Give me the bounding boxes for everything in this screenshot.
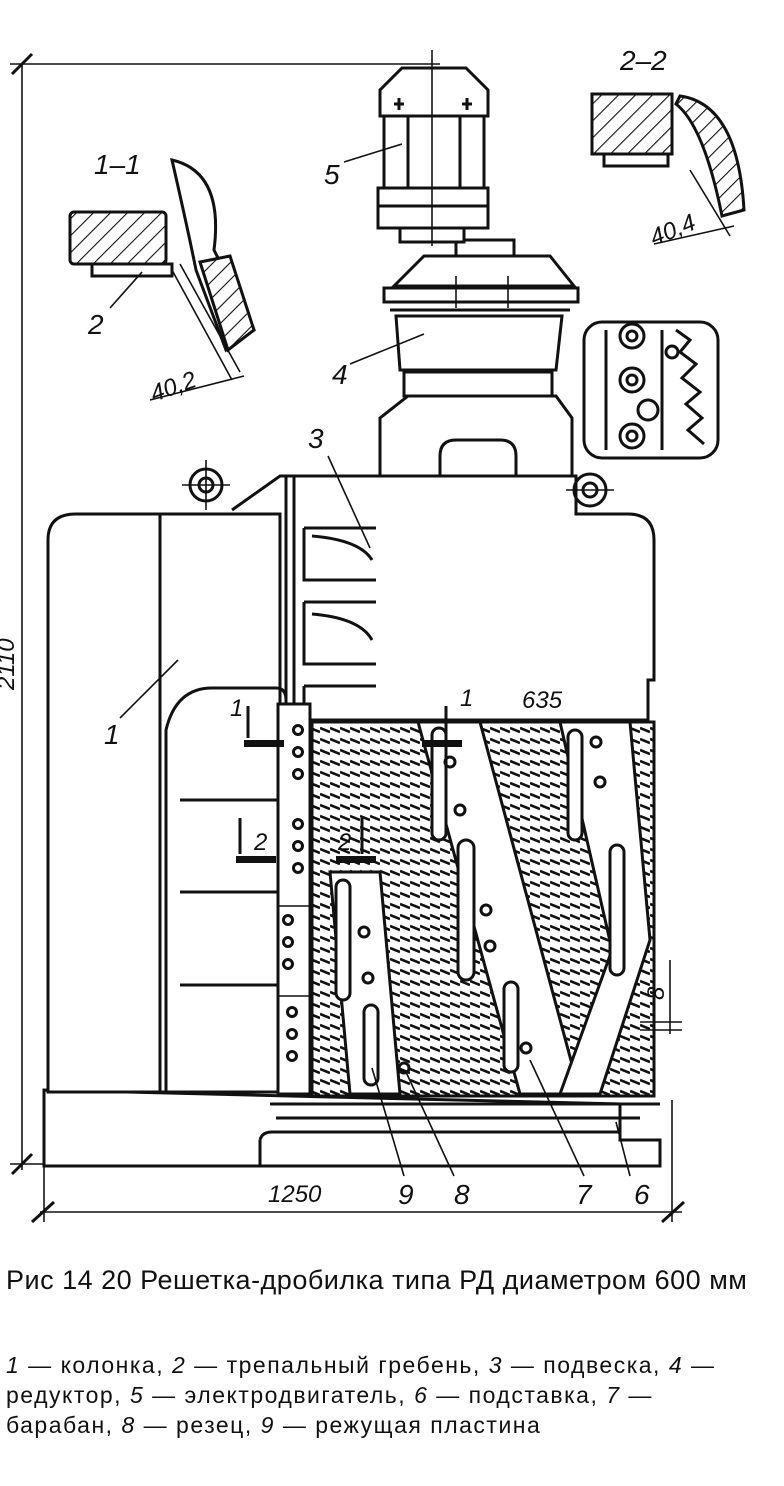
legend-item-text: — электродвигатель,	[144, 1382, 415, 1408]
stand	[42, 1088, 662, 1168]
figure-caption: Рис 14 20 Решетка-дробилка типа РД диаме…	[6, 1265, 748, 1295]
dim-width: 1250	[268, 1181, 322, 1208]
part-number-8: 8	[454, 1179, 470, 1210]
part-number-6: 6	[634, 1179, 650, 1210]
cut-mark-1-left: 1	[230, 695, 243, 722]
part-number-2: 2	[87, 309, 104, 340]
legend-item-text: — редуктор,	[6, 1352, 716, 1408]
legend-item-number: 1	[6, 1352, 21, 1378]
legend-item-4: 4 — редуктор,	[6, 1352, 716, 1408]
dim-gap-left: 40,2	[147, 366, 200, 407]
section-1-1-title: 1–1	[94, 149, 141, 180]
legend-item-7: 7 — барабан,	[6, 1382, 653, 1438]
drum	[310, 720, 656, 1098]
section-marks: 1 1 2 2	[230, 685, 473, 863]
legend-item-text: — режущая пластина	[274, 1412, 542, 1438]
part-number-4: 4	[332, 359, 348, 390]
legend-item-number: 3	[488, 1352, 503, 1378]
figure-legend: 1 — колонка, 2 — трепальный гребень, 3 —…	[6, 1350, 762, 1440]
legend-item-text: — колонка,	[20, 1352, 172, 1378]
legend-item-6: 6 — подставка,	[414, 1382, 606, 1408]
legend-item-1: 1 — колонка,	[6, 1352, 172, 1378]
legend-item-text: — подставка,	[428, 1382, 607, 1408]
legend-item-number: 9	[260, 1412, 275, 1438]
legend-item-number: 5	[129, 1382, 145, 1408]
legend-item-5: 5 — электродвигатель,	[130, 1382, 414, 1408]
pitch-dimension: 8	[640, 960, 682, 1034]
legend-item-8: 8 — резец,	[121, 1412, 260, 1438]
legend-item-3: 3 — подвеска,	[489, 1352, 669, 1378]
legend-item-2: 2 — трепальный гребень,	[172, 1352, 489, 1378]
legend-item-text: — подвеска,	[503, 1352, 669, 1378]
part-number-5: 5	[324, 159, 340, 190]
legend-item-number: 6	[414, 1382, 429, 1408]
reducer	[378, 238, 580, 478]
part-number-9: 9	[398, 1179, 414, 1210]
legend-item-9: 9 — режущая пластина	[261, 1412, 542, 1438]
width-dimension: 1250	[30, 1100, 686, 1224]
dim-pitch: 8	[643, 986, 670, 1000]
section-2-2-title: 2–2	[619, 45, 667, 76]
dim-gap-right: 40,4	[646, 209, 699, 252]
legend-item-number: 2	[172, 1352, 187, 1378]
column	[46, 460, 300, 1094]
part-number-1: 1	[104, 719, 120, 750]
legend-item-text: — резец,	[135, 1412, 261, 1438]
part-numbers: 1 2 3 4 5 6 7 8 9	[87, 143, 650, 1210]
dim-diameter: 635	[522, 687, 563, 714]
comb	[276, 702, 312, 1096]
legend-item-number: 4	[668, 1352, 684, 1378]
cut-mark-2-left: 2	[253, 829, 267, 856]
cut-mark-1-right: 1	[460, 685, 473, 712]
suspension	[284, 472, 656, 722]
legend-item-number: 8	[121, 1412, 136, 1438]
section-1-1: 1–1 40,2	[68, 149, 256, 408]
legend-item-text: — трепальный гребень,	[186, 1352, 489, 1378]
crusher-drawing: 2110 1250	[0, 45, 746, 1224]
blade-detail	[582, 320, 720, 460]
part-number-3: 3	[308, 423, 324, 454]
cut-mark-2-right: 2	[337, 829, 351, 856]
motor	[376, 50, 490, 246]
legend-item-number: 7	[606, 1382, 621, 1408]
part-number-7: 7	[576, 1179, 593, 1210]
legend-item-text: — барабан,	[6, 1382, 653, 1438]
section-2-2: 2–2 40,4	[590, 45, 746, 252]
dim-height: 2110	[0, 638, 20, 691]
